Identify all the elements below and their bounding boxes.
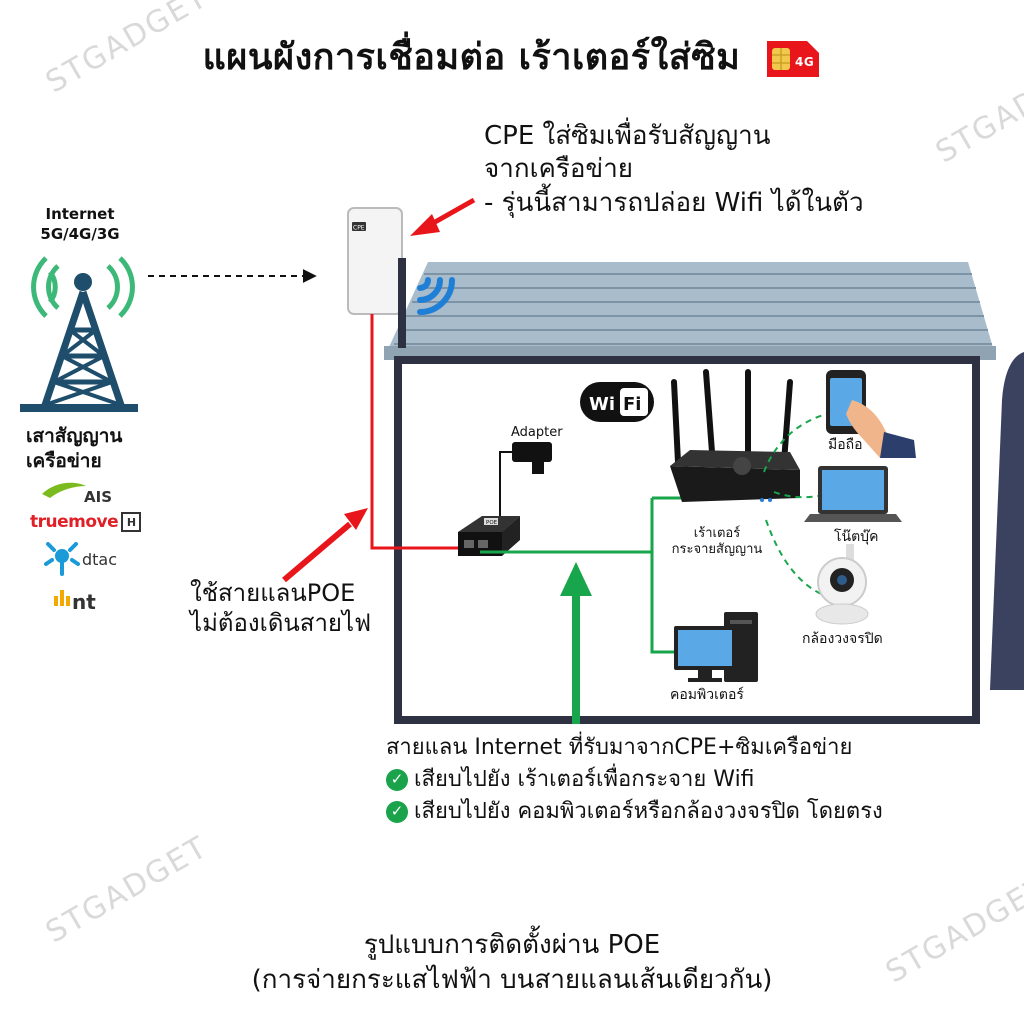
- bottom-caption: รูปแบบการติดตั้งผ่าน POE (การจ่ายกระแสไฟ…: [0, 928, 1024, 998]
- cell-tower-icon: [20, 256, 138, 412]
- tower-caption-line1: เสาสัญญาน: [26, 425, 123, 447]
- poe-callout: ใช้สายแลนPOE ไม่ต้องเดินสายไฟ: [190, 578, 371, 638]
- ais-logo-icon: AIS: [42, 482, 112, 506]
- wifi-logo-icon: Wi Fi: [580, 382, 654, 422]
- nt-logo-icon: [54, 590, 70, 606]
- poe-red-arrow: [282, 508, 368, 583]
- cpe-red-arrow: [410, 197, 476, 236]
- tower-label-line1: Internet: [45, 205, 115, 223]
- laptop-icon: [804, 466, 902, 522]
- cpe-callout-line2: จากเครือข่าย: [484, 154, 634, 185]
- router-label-line2: กระจายสัญญาน: [671, 542, 763, 558]
- router-label: เร้าเตอร์ กระจายสัญญาน: [662, 526, 772, 559]
- dtac-logo-icon: [44, 542, 80, 576]
- desktop-computer-icon: [674, 612, 758, 682]
- truemove-text-b: move: [68, 512, 119, 532]
- sim-badge: 4G: [795, 55, 814, 69]
- lan-green-arrow: [560, 562, 592, 724]
- security-camera-icon: [815, 544, 869, 625]
- house-roof: [384, 262, 996, 360]
- neighbor-building: [990, 352, 1024, 690]
- carrier-logo-nt: nt: [52, 588, 96, 612]
- tower-caption-line2: เครือข่าย: [26, 449, 102, 472]
- tower-label: Internet 5G/4G/3G: [20, 205, 140, 244]
- cpe-callout: CPE ใส่ซิมเพื่อรับสัญญาน จากเครือข่าย - …: [484, 120, 864, 220]
- lan-note-line1: สายแลน Internet ที่รับมาจากCPE+ซิมเครือข…: [386, 735, 853, 760]
- poe-callout-line2: ไม่ต้องเดินสายไฟ: [190, 609, 372, 637]
- wifi-waves-icon: [417, 277, 455, 315]
- cpe-device-icon: CPE: [347, 207, 406, 348]
- laptop-label: โน๊ตบุ๊ค: [834, 529, 879, 545]
- poe-badge: POE: [486, 520, 498, 526]
- truemove-text-a: true: [30, 512, 69, 532]
- tower-caption: เสาสัญญาน เครือข่าย: [26, 424, 122, 473]
- cpe-callout-line3: - รุ่นนี้สามารถปล่อย Wifi ได้ในตัว: [484, 187, 864, 218]
- poe-callout-line1: ใช้สายแลนPOE: [190, 579, 356, 607]
- truemove-h-icon: H: [121, 512, 142, 532]
- computer-label: คอมพิวเตอร์: [670, 687, 744, 703]
- nt-logo-text: nt: [72, 590, 96, 614]
- cpe-callout-line1: CPE ใส่ซิมเพื่อรับสัญญาน: [484, 121, 771, 151]
- check-circle-icon: ✓: [386, 800, 408, 823]
- lan-cable-green: [480, 496, 682, 654]
- page-title: แผนผังการเชื่อมต่อ เร้าเตอร์ใส่ซิม 4G: [0, 28, 1024, 85]
- lan-note: สายแลน Internet ที่รับมาจากCPE+ซิมเครือข…: [386, 732, 883, 828]
- camera-label: กล้องวงจรปิด: [802, 631, 883, 647]
- wifi-logo-fi: Fi: [623, 394, 641, 415]
- carrier-logo-ais: AIS: [40, 478, 120, 510]
- router-label-line1: เร้าเตอร์: [693, 526, 741, 541]
- smartphone-icon: [826, 370, 916, 458]
- lan-note-item-router: ✓ เสียบไปยัง เร้าเตอร์เพื่อกระจาย Wifi: [386, 764, 883, 796]
- title-text: แผนผังการเชื่อมต่อ เร้าเตอร์ใส่ซิม: [202, 37, 741, 78]
- cpe-device-badge: CPE: [353, 225, 365, 232]
- poe-cable-red: [370, 314, 458, 550]
- phone-label: มือถือ: [828, 437, 863, 453]
- lan-note-item-computer: ✓ เสียบไปยัง คอมพิวเตอร์หรือกล้องวงจรปิด…: [386, 796, 883, 828]
- ais-logo-text: AIS: [84, 488, 112, 506]
- router-icon: [670, 369, 800, 502]
- adapter-label: Adapter: [511, 425, 563, 440]
- check-circle-icon: ✓: [386, 768, 408, 791]
- dtac-logo-text: dtac: [82, 549, 118, 569]
- carrier-logo-dtac: dtac: [44, 542, 117, 576]
- lan-note-line3: เสียบไปยัง คอมพิวเตอร์หรือกล้องวงจรปิด โ…: [414, 798, 883, 824]
- bottom-caption-line2: (การจ่ายกระแสไฟฟ้า บนสายแลนเส้นเดียวกัน): [251, 965, 773, 996]
- wifi-logo-wi: Wi: [589, 394, 615, 415]
- wireless-links: [763, 409, 849, 597]
- bottom-caption-line1: รูปแบบการติดตั้งผ่าน POE: [363, 930, 661, 960]
- tower-label-line2: 5G/4G/3G: [40, 224, 120, 243]
- lan-note-line2: เสียบไปยัง เร้าเตอร์เพื่อกระจาย Wifi: [414, 766, 755, 792]
- sim-card-icon: 4G: [767, 41, 820, 77]
